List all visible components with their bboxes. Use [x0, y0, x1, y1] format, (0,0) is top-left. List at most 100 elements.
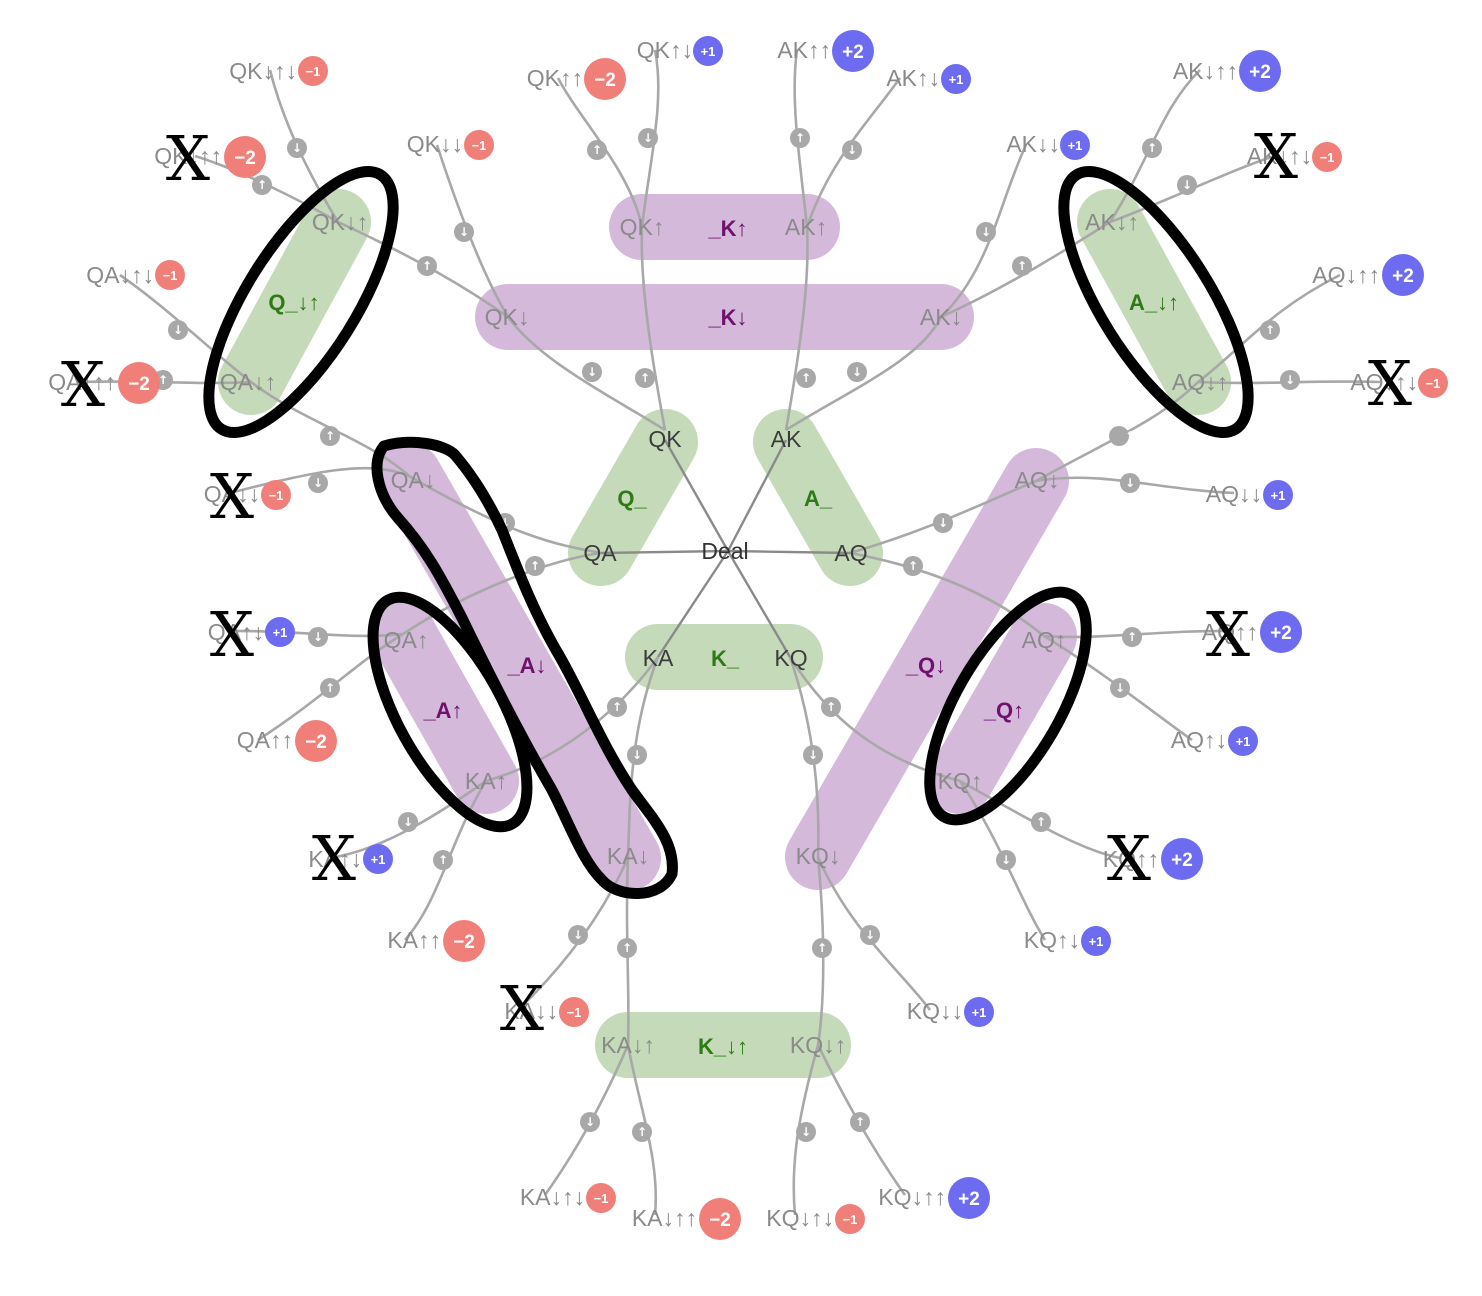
- cross-mark-icon: X: [166, 122, 210, 195]
- up-arrow-icon: ↑: [587, 140, 607, 160]
- payoff-badge: [1312, 142, 1342, 172]
- annotation-ellipse: [1058, 165, 1254, 439]
- payoff-badge: [224, 136, 266, 178]
- cross-mark-icon: X: [210, 598, 254, 671]
- svg-text:↑: ↑: [1017, 259, 1027, 273]
- leaf-label: KA↓↑↑: [632, 1205, 697, 1231]
- edge: [816, 1044, 907, 1196]
- leaf-label: QA↑↑: [237, 727, 293, 753]
- leaf-label: AK↓↑↑: [1173, 58, 1238, 84]
- svg-text:↓: ↓: [292, 141, 302, 155]
- group-band-q: [568, 409, 698, 586]
- leaf-label: AQ↑↓: [1171, 727, 1227, 753]
- svg-text:↑: ↑: [592, 143, 602, 157]
- leaf-label: AK↑↑: [777, 37, 831, 63]
- up-arrow-icon: ↑: [903, 556, 923, 576]
- svg-text:↓: ↓: [500, 516, 510, 530]
- payoff-value: +2: [1249, 62, 1271, 83]
- svg-text:↑: ↑: [325, 429, 335, 443]
- down-arrow-icon: ↓: [842, 140, 862, 160]
- down-arrow-icon: ↓: [1280, 370, 1300, 390]
- edge: [1197, 273, 1341, 384]
- up-arrow-icon: ↑: [617, 938, 637, 958]
- annotation-ellipse: [924, 586, 1092, 826]
- down-arrow-icon: ↓: [454, 222, 474, 242]
- group-labels: Q_ A_ K_ _K↑ _K↓ _A↓ _A↑ _Q↓ _Q↑ Q_↓↑ A_…: [268, 216, 1179, 1059]
- group-label: A_: [804, 486, 833, 511]
- payoff-value: +1: [1089, 934, 1104, 949]
- annotation-freehand-loop: [371, 436, 678, 899]
- svg-text:↑: ↑: [325, 681, 335, 695]
- deal-node: Deal: [701, 538, 748, 564]
- group-band-q-up: [927, 603, 1077, 814]
- svg-text:↓: ↓: [313, 476, 323, 490]
- payoff-value: −1: [306, 64, 321, 79]
- leaf-label: KA↓↑↓: [520, 1184, 585, 1210]
- svg-text:↓: ↓: [847, 143, 857, 157]
- down-arrow-icon: ↓: [1110, 678, 1130, 698]
- group-label: K_↓↑: [698, 1034, 748, 1059]
- leaf-label: AK↑↓: [886, 65, 940, 91]
- up-arrow-icon: ↑: [1012, 256, 1032, 276]
- payoff-badge: [1161, 838, 1203, 880]
- svg-text:↓: ↓: [808, 748, 818, 762]
- up-arrow-icon: ↑: [812, 938, 832, 958]
- svg-text:↑: ↑: [438, 853, 448, 867]
- svg-text:↓: ↓: [1182, 178, 1192, 192]
- node: KA↓: [607, 843, 649, 869]
- leaf-label: KQ↓↑↑: [878, 1184, 946, 1210]
- edge: [849, 479, 1037, 555]
- svg-text:↓: ↓: [1115, 681, 1125, 695]
- svg-text:↓: ↓: [585, 1115, 595, 1129]
- up-arrow-icon: ↑: [790, 128, 810, 148]
- payoff-badge: [584, 58, 626, 100]
- leaf-label: AQ↓↓: [1206, 481, 1262, 507]
- leaf-label: QK↑↓: [637, 37, 693, 63]
- annotation-ellipse: [203, 165, 399, 439]
- up-arrow-icon: ↑: [796, 368, 816, 388]
- leaf-label: QA↓↓: [204, 481, 260, 507]
- cross-mark-icon: X: [1107, 822, 1151, 895]
- hand-annotations: X X X X X X X X X X: [61, 120, 1412, 1045]
- group-band-q-down-up: [218, 189, 371, 415]
- down-arrow-icon: ↓: [976, 222, 996, 242]
- down-arrow-icon: ↓: [1177, 175, 1197, 195]
- node: QA↓: [391, 467, 436, 493]
- node: AQ↓: [1015, 467, 1060, 493]
- payoff-value: +1: [1236, 734, 1251, 749]
- svg-text:↑: ↑: [158, 373, 168, 387]
- edge: [849, 551, 1045, 638]
- node: AQ↑: [1022, 627, 1067, 653]
- payoff-value: +1: [1271, 488, 1286, 503]
- group-label: K_: [711, 646, 740, 671]
- node: KQ↓: [796, 843, 841, 869]
- edge: [119, 273, 252, 384]
- payoff-value: −1: [269, 488, 284, 503]
- svg-text:↓: ↓: [643, 131, 653, 145]
- svg-text:↑: ↑: [422, 259, 432, 273]
- down-arrow-icon: ↓: [168, 320, 188, 340]
- payoff-value: +2: [1270, 623, 1292, 644]
- up-arrow-icon: ↑: [525, 556, 545, 576]
- payoff-badge: [1263, 480, 1293, 510]
- node: KA↑: [465, 768, 507, 794]
- svg-text:↑: ↑: [795, 131, 805, 145]
- edge: [485, 656, 660, 783]
- up-arrow-icon: ↑: [1122, 627, 1142, 647]
- down-arrow-icon: ↓: [796, 1122, 816, 1142]
- payoff-badge: [699, 1198, 741, 1240]
- group-band-a-up: [370, 601, 519, 814]
- payoff-value: −2: [128, 374, 150, 395]
- svg-text:↑: ↑: [855, 1115, 865, 1129]
- payoff-badge: [298, 56, 328, 86]
- svg-text:↑: ↑: [817, 941, 827, 955]
- leaf-label: KA↓↓: [504, 998, 558, 1024]
- payoff-badge: [586, 1183, 616, 1213]
- down-arrow-icon: ↓: [860, 925, 880, 945]
- up-arrow-icon: ↑: [433, 850, 453, 870]
- group-label: _Q↓: [905, 653, 946, 678]
- svg-text:↓: ↓: [852, 365, 862, 379]
- group-band-q-down: [785, 448, 1069, 890]
- group-band-a: [753, 409, 883, 586]
- payoff-badge: [363, 844, 393, 874]
